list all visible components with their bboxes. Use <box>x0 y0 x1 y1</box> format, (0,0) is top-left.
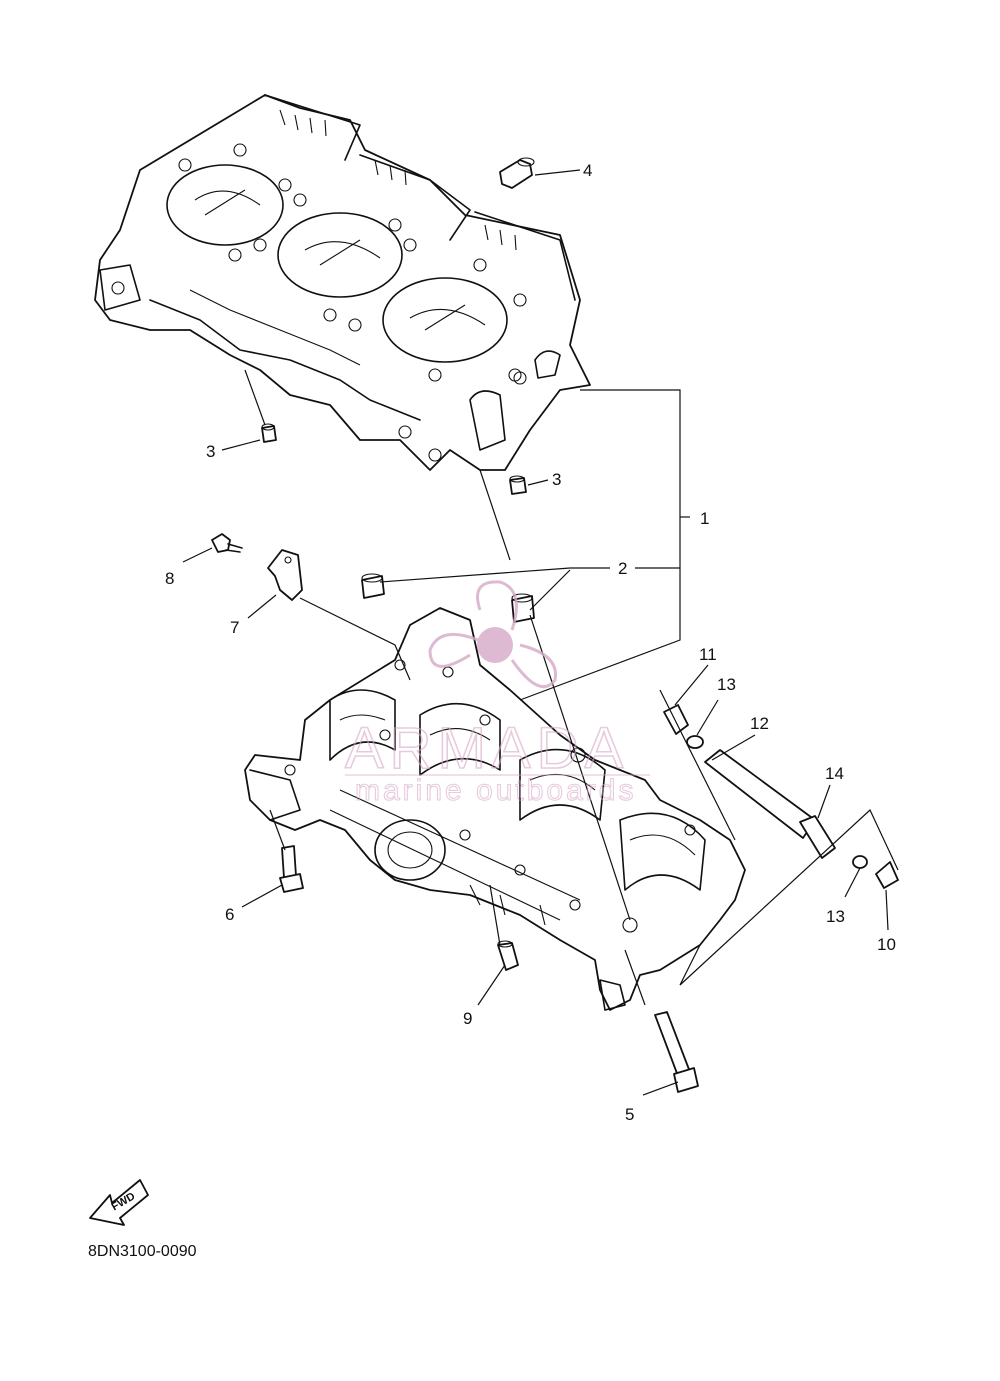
callout-2: 2 <box>618 559 627 578</box>
callout-10: 10 <box>877 935 896 954</box>
armada-watermark: ARMADA marine outboards <box>344 580 650 808</box>
callout-3-left: 3 <box>206 442 215 461</box>
callout-1: 1 <box>700 509 709 528</box>
fwd-arrow-icon: FWD <box>89 1179 149 1226</box>
watermark-hub-icon <box>477 627 513 663</box>
callout-7: 7 <box>230 618 239 637</box>
callout-3-right: 3 <box>552 470 561 489</box>
part-9-fitting <box>497 940 519 971</box>
callout-8: 8 <box>165 569 174 588</box>
callout-6: 6 <box>225 905 234 924</box>
callout-13-lower: 13 <box>826 907 845 926</box>
callout-13-upper: 13 <box>717 675 736 694</box>
part-3-dowel-upper <box>261 423 277 443</box>
watermark-tagline: marine outboards <box>355 774 636 807</box>
part-10-fitting <box>875 861 899 889</box>
watermark-brand: ARMADA <box>345 716 629 781</box>
part-4-plug <box>499 157 535 189</box>
callout-14: 14 <box>825 764 844 783</box>
part-11-fitting <box>663 704 689 735</box>
callout-5: 5 <box>625 1105 634 1124</box>
part-13-clamp-upper <box>686 735 704 749</box>
upper-crankcase <box>94 94 591 471</box>
part-7-bracket <box>267 549 303 601</box>
diagram-code: 8DN3100-0090 <box>88 1243 197 1260</box>
part-5-bolt <box>654 1011 699 1093</box>
callout-11: 11 <box>699 645 717 664</box>
watermark-blade-icon <box>476 580 518 631</box>
part-6-bolt <box>279 845 304 893</box>
part-13-clamp-lower <box>852 855 868 869</box>
callout-12: 12 <box>750 714 769 733</box>
callout-4: 4 <box>583 161 592 180</box>
part-2-dowel-left <box>361 573 385 599</box>
lower-crankcase <box>244 607 746 1011</box>
callout-9: 9 <box>463 1009 472 1028</box>
part-8-bolt <box>211 533 243 553</box>
part-14-hose <box>704 749 836 859</box>
part-3-dowel-lower <box>509 475 527 495</box>
leader-lines <box>182 169 899 1096</box>
